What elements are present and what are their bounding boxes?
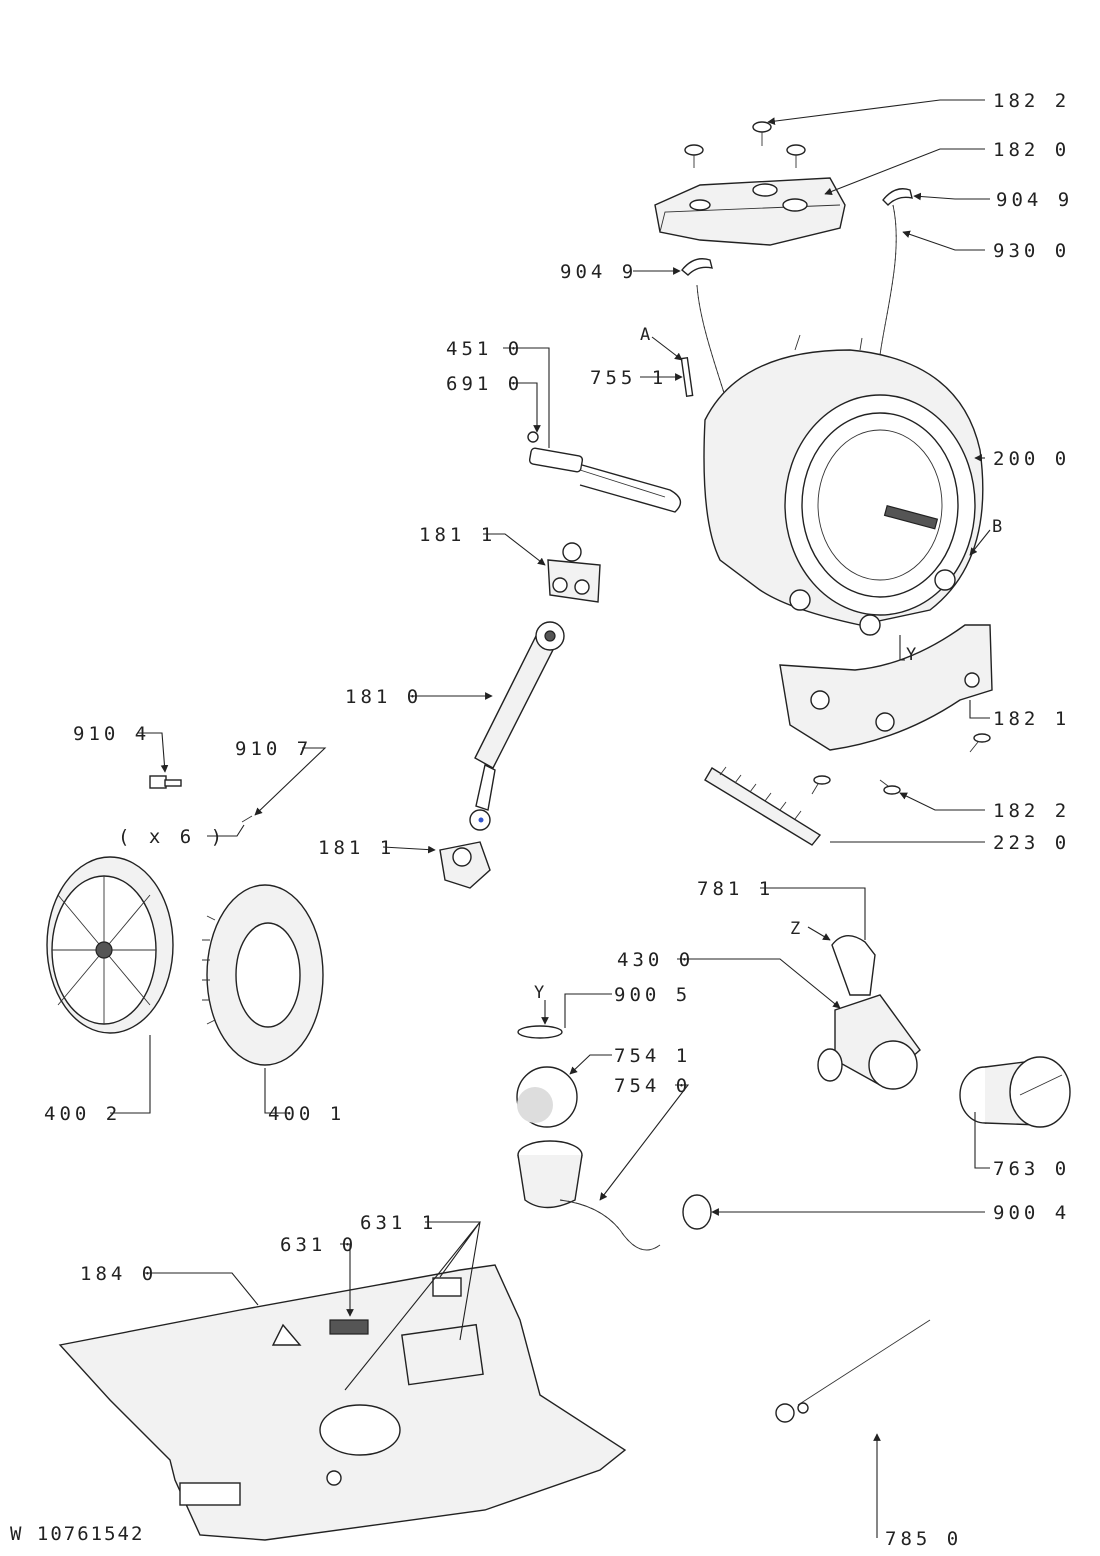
callout-181-0: 181 0: [345, 686, 422, 708]
callout-400-1: 400 1: [268, 1103, 345, 1125]
callout-910-7: 910 7: [235, 738, 312, 760]
callout-631-0: 631 0: [280, 1234, 357, 1256]
top-counterweight: [654, 177, 846, 246]
callout-430-0: 430 0: [617, 949, 694, 971]
callout-181-1-bottom: 181 1: [318, 837, 395, 859]
motor-stator: [202, 884, 324, 1066]
hose-clamp-icon: [681, 258, 713, 276]
callout-223-0: 223 0: [993, 832, 1070, 854]
callout-754-1: 754 1: [614, 1045, 691, 1067]
leader-lines: [110, 99, 991, 1538]
damper-bracket-top: [547, 542, 601, 603]
callout-904-9-left: 904 9: [560, 261, 637, 283]
callout-785-0: 785 0: [885, 1528, 962, 1550]
callout-631-1: 631 1: [360, 1212, 437, 1234]
drain-filter: [959, 1056, 1071, 1128]
drum-pulley: [46, 856, 174, 1034]
base-tray: [58, 1264, 627, 1541]
drawing-id: W 10761542: [10, 1523, 144, 1545]
callout-200-0: 200 0: [993, 448, 1070, 470]
callout-x6: ( x 6 ): [118, 826, 226, 848]
callout-451-0: 451 0: [446, 338, 523, 360]
screw-icon: [684, 121, 806, 168]
ground-strap: [704, 766, 822, 846]
heater-element: [527, 431, 682, 513]
callout-182-0: 182 0: [993, 139, 1070, 161]
callout-B: B: [992, 517, 1004, 537]
callout-Y: Y: [906, 645, 918, 665]
callout-181-1-top: 181 1: [419, 524, 496, 546]
drain-pump: [817, 935, 921, 1090]
callout-910-4: 910 4: [73, 723, 150, 745]
hose-clamp-icon: [682, 1194, 712, 1230]
callout-184-0: 184 0: [80, 1263, 157, 1285]
callout-182-2-top: 182 2: [993, 90, 1070, 112]
callout-763-0: 763 0: [993, 1158, 1070, 1180]
bottom-counterweight: [779, 624, 993, 795]
callout-754-0: 754 0: [614, 1075, 691, 1097]
callout-930-0: 930 0: [993, 240, 1070, 262]
callout-900-5: 900 5: [614, 984, 691, 1006]
callout-Y1: Y: [534, 983, 546, 1003]
callout-400-2: 400 2: [44, 1103, 121, 1125]
callout-904-9-right: 904 9: [996, 189, 1073, 211]
float-ball: [516, 1066, 578, 1128]
inlet-hose: [775, 1319, 931, 1423]
callout-755-1: 755 1: [590, 367, 667, 389]
sump-hose: [517, 1140, 661, 1251]
callout-691-0: 691 0: [446, 373, 523, 395]
seal-ring-icon: [517, 1025, 563, 1039]
screw-icon: [241, 815, 253, 823]
callout-900-4: 900 4: [993, 1202, 1070, 1224]
damper: [469, 621, 565, 831]
callout-A: A: [640, 325, 652, 345]
pin-icon: [680, 356, 694, 398]
hose-clamp-icon: [882, 188, 913, 206]
callout-781-1: 781 1: [697, 878, 774, 900]
callout-182-2-bottom: 182 2: [993, 800, 1070, 822]
callout-182-1: 182 1: [993, 708, 1070, 730]
tub-assembly: [703, 334, 984, 636]
callout-Z: Z: [790, 919, 802, 939]
bolt-icon: [149, 775, 182, 789]
damper-bracket-bottom: [439, 841, 491, 889]
